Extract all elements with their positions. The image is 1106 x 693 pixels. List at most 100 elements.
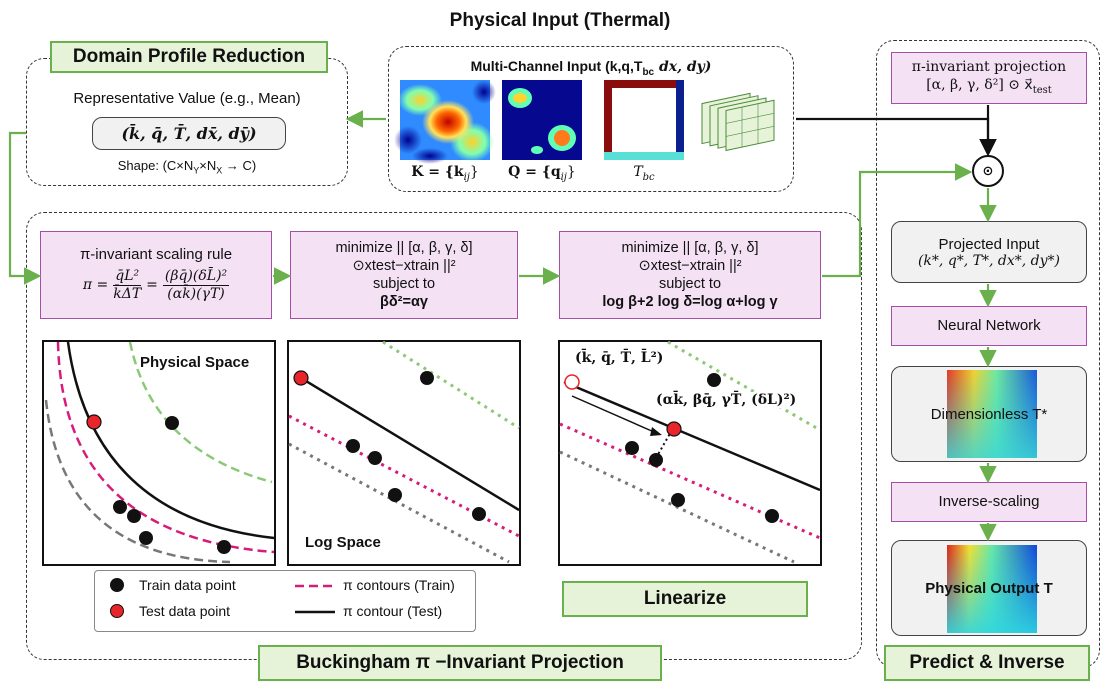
q-label: Q = {qij} [492, 164, 592, 183]
domain-reduction-label: Domain Profile Reduction [50, 41, 328, 73]
legend-train-contour-swatch [295, 584, 335, 588]
train-point [420, 371, 434, 385]
k-field-heatmap [394, 80, 496, 164]
train-point [139, 531, 153, 545]
multichannel-title-text: Multi-Channel Input (k,q,T [470, 58, 643, 74]
scaling-rule-lhs: π = [82, 277, 109, 294]
test-point [86, 414, 102, 430]
legend-test-contour-swatch [295, 610, 335, 614]
legend-train-marker [110, 578, 124, 592]
train-point [707, 373, 721, 387]
scaling-rule-frac2: (βq̄)(δL̄)² (αk̄)(γT̄) [162, 268, 230, 304]
rule3-line1: minimize || [α, β, γ, δ] [621, 239, 759, 256]
physical-output-label: Physical Output T [925, 579, 1053, 597]
projected-input-tuple: (k*, q*, T*, dx*, dy*) [917, 252, 1061, 269]
legend-train-label: Train data point [139, 577, 236, 593]
tbc-label-sub: bc [642, 171, 655, 183]
shape-text-start: Shape: (C×N [117, 158, 194, 173]
shape-end: → C) [222, 158, 257, 173]
scaling-rule-equation: π = q̄L² k̄ΔT = (βq̄)(δL̄)² (αk̄)(γT̄) [82, 268, 230, 304]
predict-inverse-label: Predict & Inverse [884, 645, 1090, 681]
test-point [293, 370, 309, 386]
arrow-rule3-to-odot [822, 163, 973, 278]
pi-projection-sub: test [1032, 84, 1052, 96]
q-label-text: Q = {q [508, 164, 561, 180]
minimize-log-constraint-box: minimize || [α, β, γ, δ] ⊙xtest−xtrain |… [559, 231, 821, 319]
scaling-rule-box: π-invariant scaling rule π = q̄L² k̄ΔT =… [40, 231, 272, 319]
legend: Train data point Test data point π conto… [94, 570, 476, 632]
test-point-projected [666, 421, 682, 437]
q-label-close: } [566, 164, 576, 180]
test-point-original [564, 374, 580, 390]
multichannel-input-group [388, 46, 794, 192]
train-point [625, 441, 639, 455]
q-label-sub: ij [560, 171, 567, 183]
dimensionless-heatmap [947, 370, 1037, 458]
odot-symbol: ⊙ [982, 163, 994, 178]
representative-value-text: Representative Value (e.g., Mean) [73, 90, 301, 107]
tbc-label: Tbc [594, 164, 694, 183]
minimize-constraint-box: minimize || [α, β, γ, δ] ⊙xtest−xtrain |… [290, 231, 518, 319]
shape-sub-x: X [216, 165, 223, 176]
rule2-line4: βδ²=αγ [380, 294, 428, 311]
rule3-line3: subject to [658, 276, 722, 292]
rule2-line2: ⊙xtest−xtrain ||² [352, 257, 456, 274]
linearize-plot [558, 340, 822, 566]
physical-space-label: Physical Space [140, 354, 250, 371]
physical-space-plot [42, 340, 276, 566]
multichannel-title-end: dx, dy) [654, 59, 712, 75]
inverse-scaling-label: Inverse-scaling [938, 492, 1040, 510]
k-label-close: } [469, 164, 479, 180]
k-label-text: K = {k [411, 164, 464, 180]
legend-test-contour-label: π contour (Test) [343, 603, 443, 619]
arrow-reduction-to-rule [8, 131, 42, 285]
scaling-rule-f2-num: (βq̄)(δL̄)² [162, 268, 230, 287]
projected-input-title: Projected Input [938, 235, 1040, 253]
dimensionless-label: Dimensionless T* [930, 405, 1048, 423]
physical-output-heatmap [947, 545, 1037, 633]
scaling-rule-eq2: = [146, 277, 158, 294]
scaling-rule-f1-den: k̄ΔT [113, 286, 142, 303]
train-point [671, 493, 685, 507]
train-point [127, 509, 141, 523]
train-point [649, 453, 663, 467]
mean-tuple-box: (k̄, q̄, T̄, dx̄, dȳ) [92, 117, 286, 150]
buckingham-label: Buckingham π −Invariant Projection [258, 645, 662, 681]
k-label: K = {kij} [395, 164, 495, 183]
train-point [113, 500, 127, 514]
scaling-rule-f1-num: q̄L² [113, 268, 142, 287]
tbc-label-text: T [633, 164, 643, 180]
legend-train-contour-label: π contours (Train) [343, 577, 455, 593]
neural-network-box: Neural Network [891, 306, 1087, 346]
log-space-plot [287, 340, 521, 566]
shape-sub-y: Y [193, 165, 200, 176]
linearize-annotation-projected: (αk̄, βq̄, γT̄, (δL)²) [656, 392, 797, 408]
inverse-scaling-box: Inverse-scaling [891, 482, 1087, 522]
linearize-annotation-original: (k̄, q̄, T̄, L̄²) [575, 350, 664, 366]
scaling-rule-title: π-invariant scaling rule [79, 246, 233, 264]
pi-projection-line1: π-invariant projection [911, 59, 1067, 76]
linearize-label: Linearize [562, 581, 808, 617]
log-space-label: Log Space [305, 534, 381, 551]
dxdy-grid-stack [701, 92, 775, 152]
rule2-line1: minimize || [α, β, γ, δ] [335, 239, 473, 256]
shape-times: ×N [199, 158, 217, 173]
neural-network-label: Neural Network [937, 316, 1041, 334]
train-point [472, 507, 486, 521]
multichannel-title-sub: bc [642, 66, 655, 78]
rule3-line2: ⊙xtest−xtrain ||² [638, 257, 742, 274]
shape-text: Shape: (C×NY×NX → C) [26, 158, 348, 176]
arrow-input-to-odot [796, 117, 997, 157]
multichannel-title: Multi-Channel Input (k,q,Tbc dx, dy) [388, 58, 794, 78]
tbc-boundary-field [604, 80, 684, 160]
pi-projection-line2: [α, β, γ, δ²] ⊙ x⃗test [926, 77, 1052, 97]
train-point [217, 540, 231, 554]
page-title: Physical Input (Thermal) [449, 10, 671, 31]
pi-projection-formula: [α, β, γ, δ²] ⊙ x⃗ [926, 76, 1033, 93]
rule3-line4: log β+2 log δ=log α+log γ [602, 294, 778, 311]
pi-projection-box: π-invariant projection [α, β, γ, δ²] ⊙ x… [891, 52, 1087, 104]
dimensionless-output-box: Dimensionless T* [891, 366, 1087, 462]
train-point [388, 488, 402, 502]
scaling-rule-frac1: q̄L² k̄ΔT [113, 268, 141, 304]
